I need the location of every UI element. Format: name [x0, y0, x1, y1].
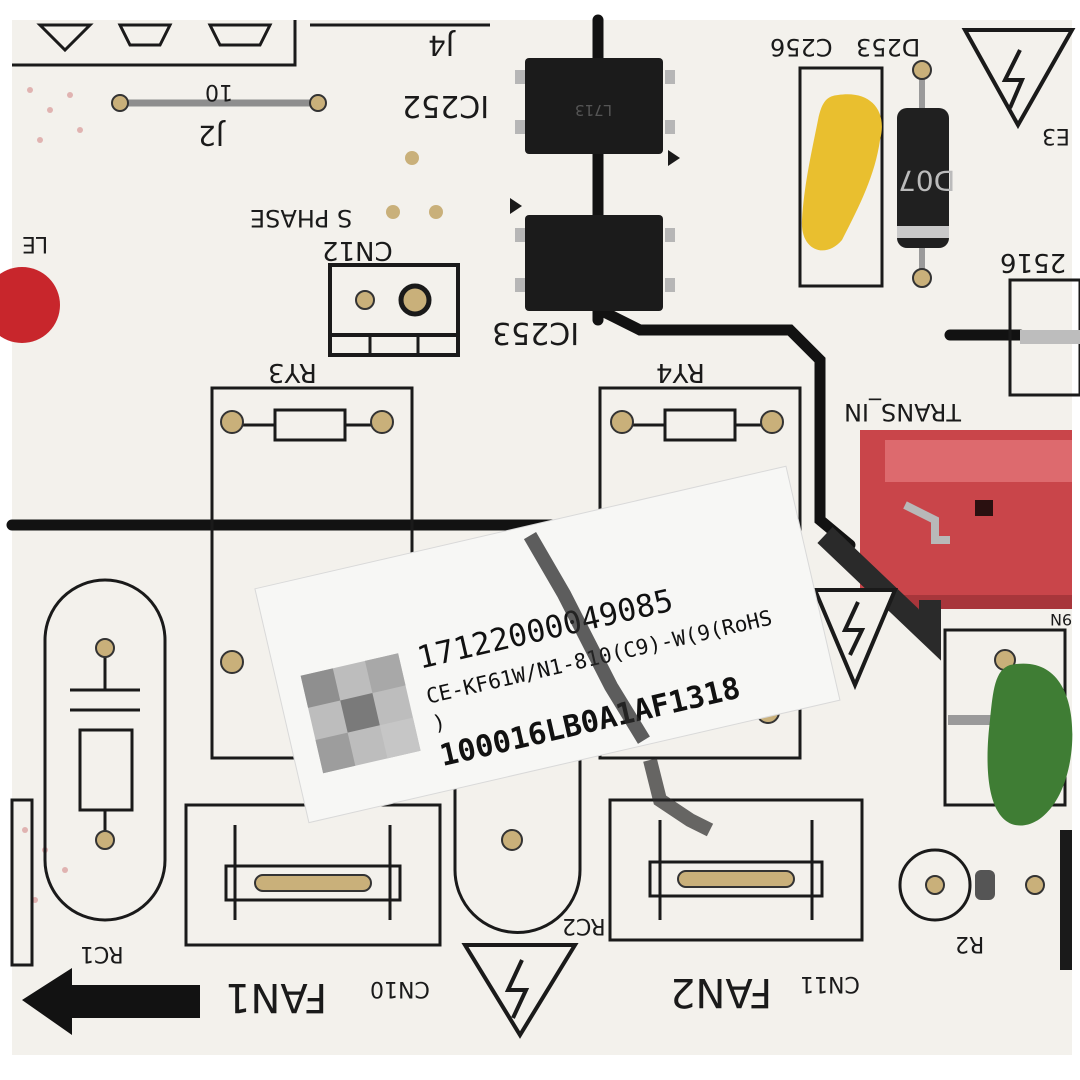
silk-c256: C256	[770, 33, 833, 61]
sticker-paren: )	[430, 710, 448, 736]
rc2-outline	[453, 738, 582, 934]
svg-text:9N: 9N	[1050, 610, 1072, 629]
silk-trans-in: TRANS_IN	[844, 398, 962, 426]
silk-s-phase: S PHASE	[250, 204, 352, 232]
c2516-outline	[1008, 278, 1080, 397]
fan1-footprint	[184, 803, 442, 947]
silk-rc1: RC1	[80, 941, 124, 966]
silk-d253: D253	[856, 33, 920, 61]
connector-cn12	[328, 151, 460, 357]
silk-cn11: CN11	[800, 971, 860, 996]
rc1-outline	[43, 578, 167, 922]
pin1-marker-2	[510, 198, 522, 214]
r2-outline	[898, 848, 972, 922]
pin1-marker	[668, 150, 680, 166]
chip-ic253	[515, 215, 675, 311]
ink-mark-2	[643, 758, 714, 837]
green-component	[987, 663, 1073, 826]
silk-rc2: RC2	[562, 913, 606, 938]
silk-e3: E3	[1042, 123, 1070, 148]
silk-j2b: 10	[205, 79, 233, 104]
silk-ry4: RY4	[656, 357, 705, 387]
silk-ry3: RY3	[268, 357, 317, 387]
silk-le: LE	[22, 231, 48, 256]
rc2-pad	[501, 829, 523, 851]
fan2-footprint	[608, 798, 864, 942]
silk-r2: R2	[955, 931, 984, 956]
thick-trace-right	[817, 527, 941, 661]
c256-outline	[798, 66, 884, 288]
serial-sticker: 17122000049085 CE-KF61W/N1-810(C9)-W(9(R…	[254, 465, 841, 824]
top-left-outlines	[12, 20, 490, 67]
jumper-j2	[111, 94, 327, 112]
red-led	[0, 267, 60, 343]
silk-fan1: FAN1	[225, 974, 327, 1020]
silk-j2: J2	[198, 119, 226, 152]
ink-mark	[523, 532, 650, 744]
high-voltage-warning-icon	[961, 28, 1076, 130]
svg-text:L713: L713	[575, 101, 612, 119]
silk-d07: D07	[898, 164, 955, 197]
high-voltage-warning-icon-3	[461, 943, 579, 1039]
silk-cn10: CN10	[370, 976, 430, 1001]
edge-outline	[10, 798, 34, 967]
silk-2516: 2516	[1000, 247, 1066, 277]
chip-ic252: L713	[515, 58, 675, 154]
high-voltage-warning-icon-2	[811, 588, 899, 691]
silk-fan2: FAN2	[670, 969, 772, 1015]
silk-j4: J4	[428, 29, 456, 62]
silk-cn12: CN12	[322, 235, 393, 265]
connector-trans-in	[860, 430, 1072, 609]
arrow-left-icon	[22, 968, 200, 1035]
blurred-qr-code	[300, 653, 421, 774]
yellow-capacitor	[801, 94, 882, 251]
silk-ic253: IC253	[492, 315, 579, 350]
lead-wire	[1020, 330, 1080, 344]
diode-d253: D07	[897, 60, 955, 288]
silk-ic252: IC252	[402, 88, 489, 123]
